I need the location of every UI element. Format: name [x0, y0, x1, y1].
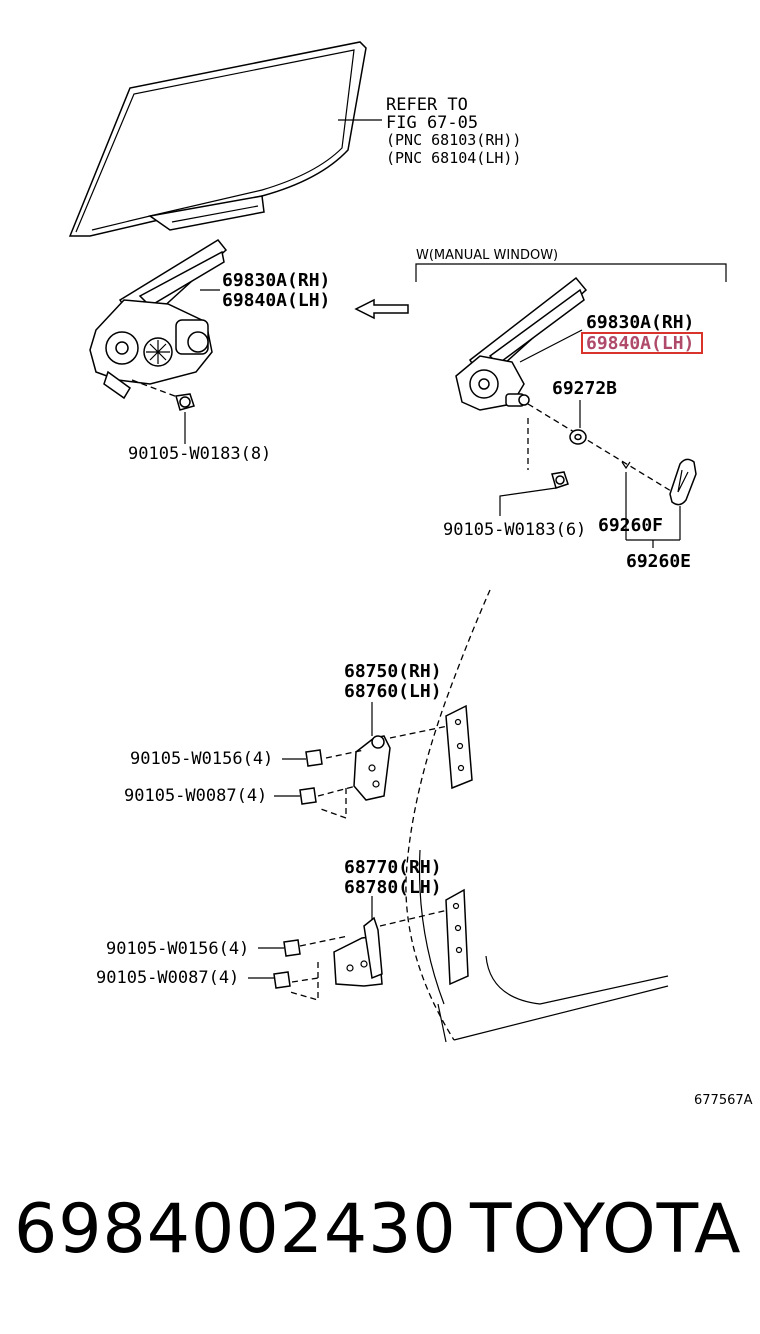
label-lower-hinge-rh: 68770(RH): [344, 857, 442, 878]
upper-bolt-1: [305, 749, 323, 767]
label-regulator-right-rh: 69830A(RH): [586, 312, 694, 333]
label-bolt-right: 90105-W0183(6): [443, 520, 586, 540]
upper-hinge-dash1: [389, 725, 449, 739]
washer: [569, 429, 587, 445]
highlight-box: [581, 332, 703, 354]
figure-code: 677567A: [694, 1093, 753, 1108]
door-body-outline: [405, 589, 669, 1043]
label-upper-hinge-lh: 68760(LH): [344, 681, 442, 702]
refer-line2: FIG 67-05: [386, 113, 478, 133]
refer-line1: REFER TO: [386, 95, 468, 115]
label-manual-window: W(MANUAL WINDOW): [416, 248, 558, 263]
footer-part-number: 6984002430: [14, 1190, 457, 1269]
label-lower-bolt2: 90105-W0087(4): [96, 968, 239, 988]
label-regulator-left-rh: 69830A(RH): [222, 270, 330, 291]
upper-hinge-dash2: [325, 749, 365, 759]
window-regulator-power: [89, 239, 228, 400]
lower-hinge-dash3: [291, 977, 319, 983]
footer-brand: TOYOTA: [470, 1190, 742, 1269]
label-upper-hinge-rh: 68750(RH): [344, 661, 442, 682]
label-bolt-left: 90105-W0183(8): [128, 444, 271, 464]
bolt-left-regulator: [175, 393, 195, 411]
handle-dash-line: [527, 403, 677, 495]
refer-line4: (PNC 68104(LH)): [386, 149, 521, 167]
clip-icon: [621, 461, 631, 470]
lower-bolt-1: [283, 939, 301, 957]
door-glass: [68, 41, 367, 237]
label-upper-bolt2: 90105-W0087(4): [124, 786, 267, 806]
lower-hinge-dash2: [299, 935, 349, 947]
regulator-right-leader: [519, 329, 583, 363]
upper-hinge-dash4: [317, 788, 347, 819]
bolt-dash-left: [131, 379, 181, 399]
bolt-right-regulator: [551, 471, 569, 489]
upper-hinge-dash3: [317, 785, 357, 797]
lower-hinge-dash4: [289, 962, 319, 1001]
window-handle: [669, 458, 697, 506]
lower-bolt-2: [273, 971, 291, 989]
label-handle-part: 69260F: [598, 515, 663, 536]
label-washer: 69272B: [552, 378, 617, 399]
label-upper-bolt1: 90105-W0156(4): [130, 749, 273, 769]
arrow-left-icon: [354, 298, 409, 320]
label-lower-bolt1: 90105-W0156(4): [106, 939, 249, 959]
label-handle-assy: 69260E: [626, 551, 691, 572]
lower-hinge: [333, 888, 469, 987]
label-regulator-left-lh: 69840A(LH): [222, 290, 330, 311]
window-regulator-manual: [455, 276, 588, 411]
label-lower-hinge-lh: 68780(LH): [344, 877, 442, 898]
bolt-right-leader: [499, 487, 557, 516]
upper-hinge: [353, 704, 473, 801]
upper-bolt-2: [299, 787, 317, 805]
manual-window-bracket: [415, 263, 727, 282]
label-regulator-right-lh: 69840A(LH): [586, 333, 694, 354]
refer-line3: (PNC 68103(RH)): [386, 131, 521, 149]
lower-hinge-dash1: [379, 909, 449, 927]
